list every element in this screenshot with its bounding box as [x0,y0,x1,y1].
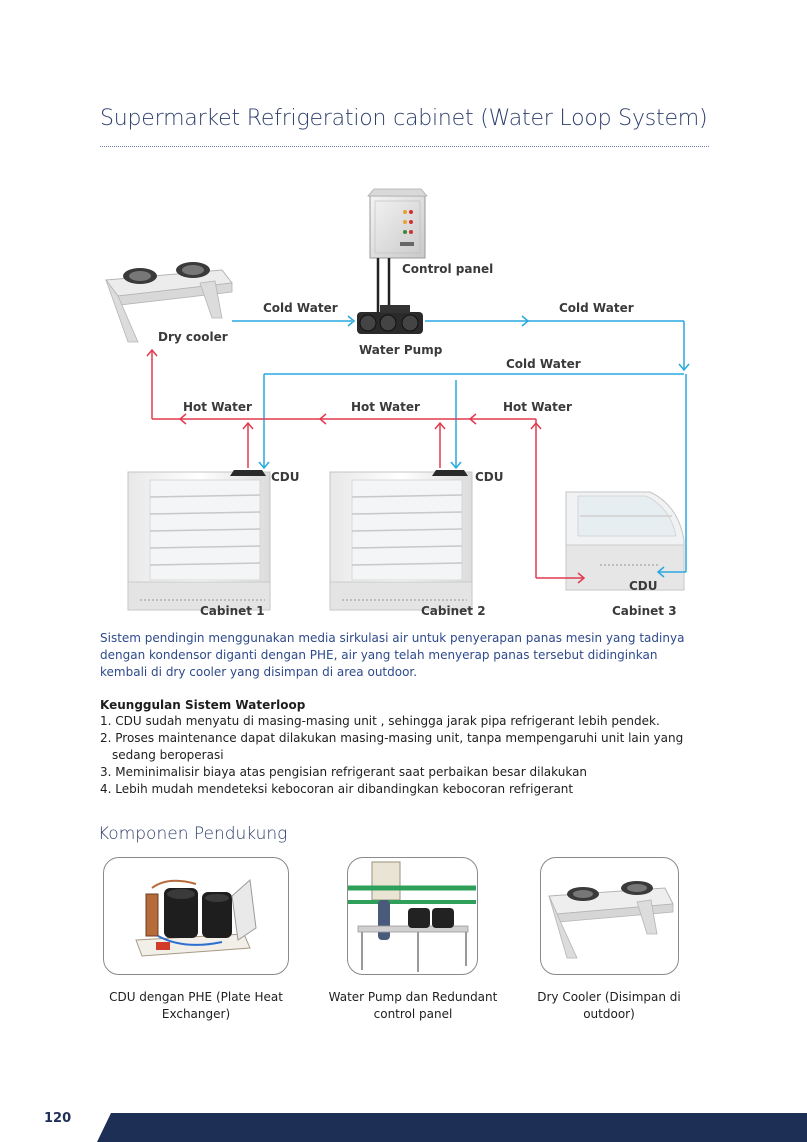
list-item: 1. CDU sudah menyatu di masing-masing un… [100,714,660,728]
cabinet-1-label: Cabinet 1 [200,604,265,618]
cabinet-1-image [127,470,271,611]
cold-water-label-3: Cold Water [506,357,581,371]
dry-cooler-label: Dry cooler [158,330,228,344]
cdu-label-2: CDU [475,470,504,484]
footer-bar [97,1113,807,1142]
cold-water-pipes [232,315,690,578]
title-divider [100,146,709,147]
water-pump-label: Water Pump [359,343,443,357]
cdu-phe-caption: CDU dengan PHE (Plate Heat Exchanger) [109,990,283,1021]
list-item: 4. Lebih mudah mendeteksi kebocoran air … [100,782,574,796]
cabinet-2-label: Cabinet 2 [421,604,486,618]
cabinet-3-label: Cabinet 3 [612,604,677,618]
cdu-label-1: CDU [271,470,300,484]
cabinet-2-image [329,470,473,611]
list-item: 3. Meminimalisir biaya atas pengisian re… [100,765,588,779]
dry-cooler-image [548,881,674,959]
cdu-label-3: CDU [629,579,658,593]
cdu-phe-card [103,857,289,975]
water-pump-caption: Water Pump dan Redundant control panel [328,990,498,1021]
advantages-heading: Keunggulan Sistem Waterloop [100,698,306,712]
hot-water-label-1: Hot Water [183,400,252,414]
control-panel-image [367,188,428,318]
hot-water-label-3: Hot Water [503,400,572,414]
cold-water-label-2: Cold Water [559,301,634,315]
dry-cooler-caption: Dry Cooler (Disimpan di outdoor) [537,990,681,1021]
page-title: Supermarket Refrigeration cabinet (Water… [100,106,708,131]
components-title: Komponen Pendukung [98,824,288,844]
hot-water-pipes [146,348,586,584]
dry-cooler-card [540,857,679,975]
water-pump-image [357,305,423,334]
page-number: 120 [44,1111,72,1126]
water-pump-image [348,861,476,972]
hot-water-label-2: Hot Water [351,400,420,414]
dry-cooler-image [105,262,233,343]
list-item: 2. Proses maintenance dapat dilakukan ma… [100,731,684,762]
diagram-graphics [105,188,690,611]
cabinet-3-image [565,491,685,591]
control-panel-label: Control panel [402,262,494,276]
cold-water-label-1: Cold Water [263,301,338,315]
advantages-list: 1. CDU sudah menyatu di masing-masing un… [100,713,700,798]
intro-paragraph: Sistem pendingin menggunakan media sirku… [100,631,685,679]
water-pump-card [347,857,478,975]
water-loop-diagram: Control panel Dry cooler Water Pump Cold… [105,188,690,618]
cdu-phe-image [135,878,257,957]
